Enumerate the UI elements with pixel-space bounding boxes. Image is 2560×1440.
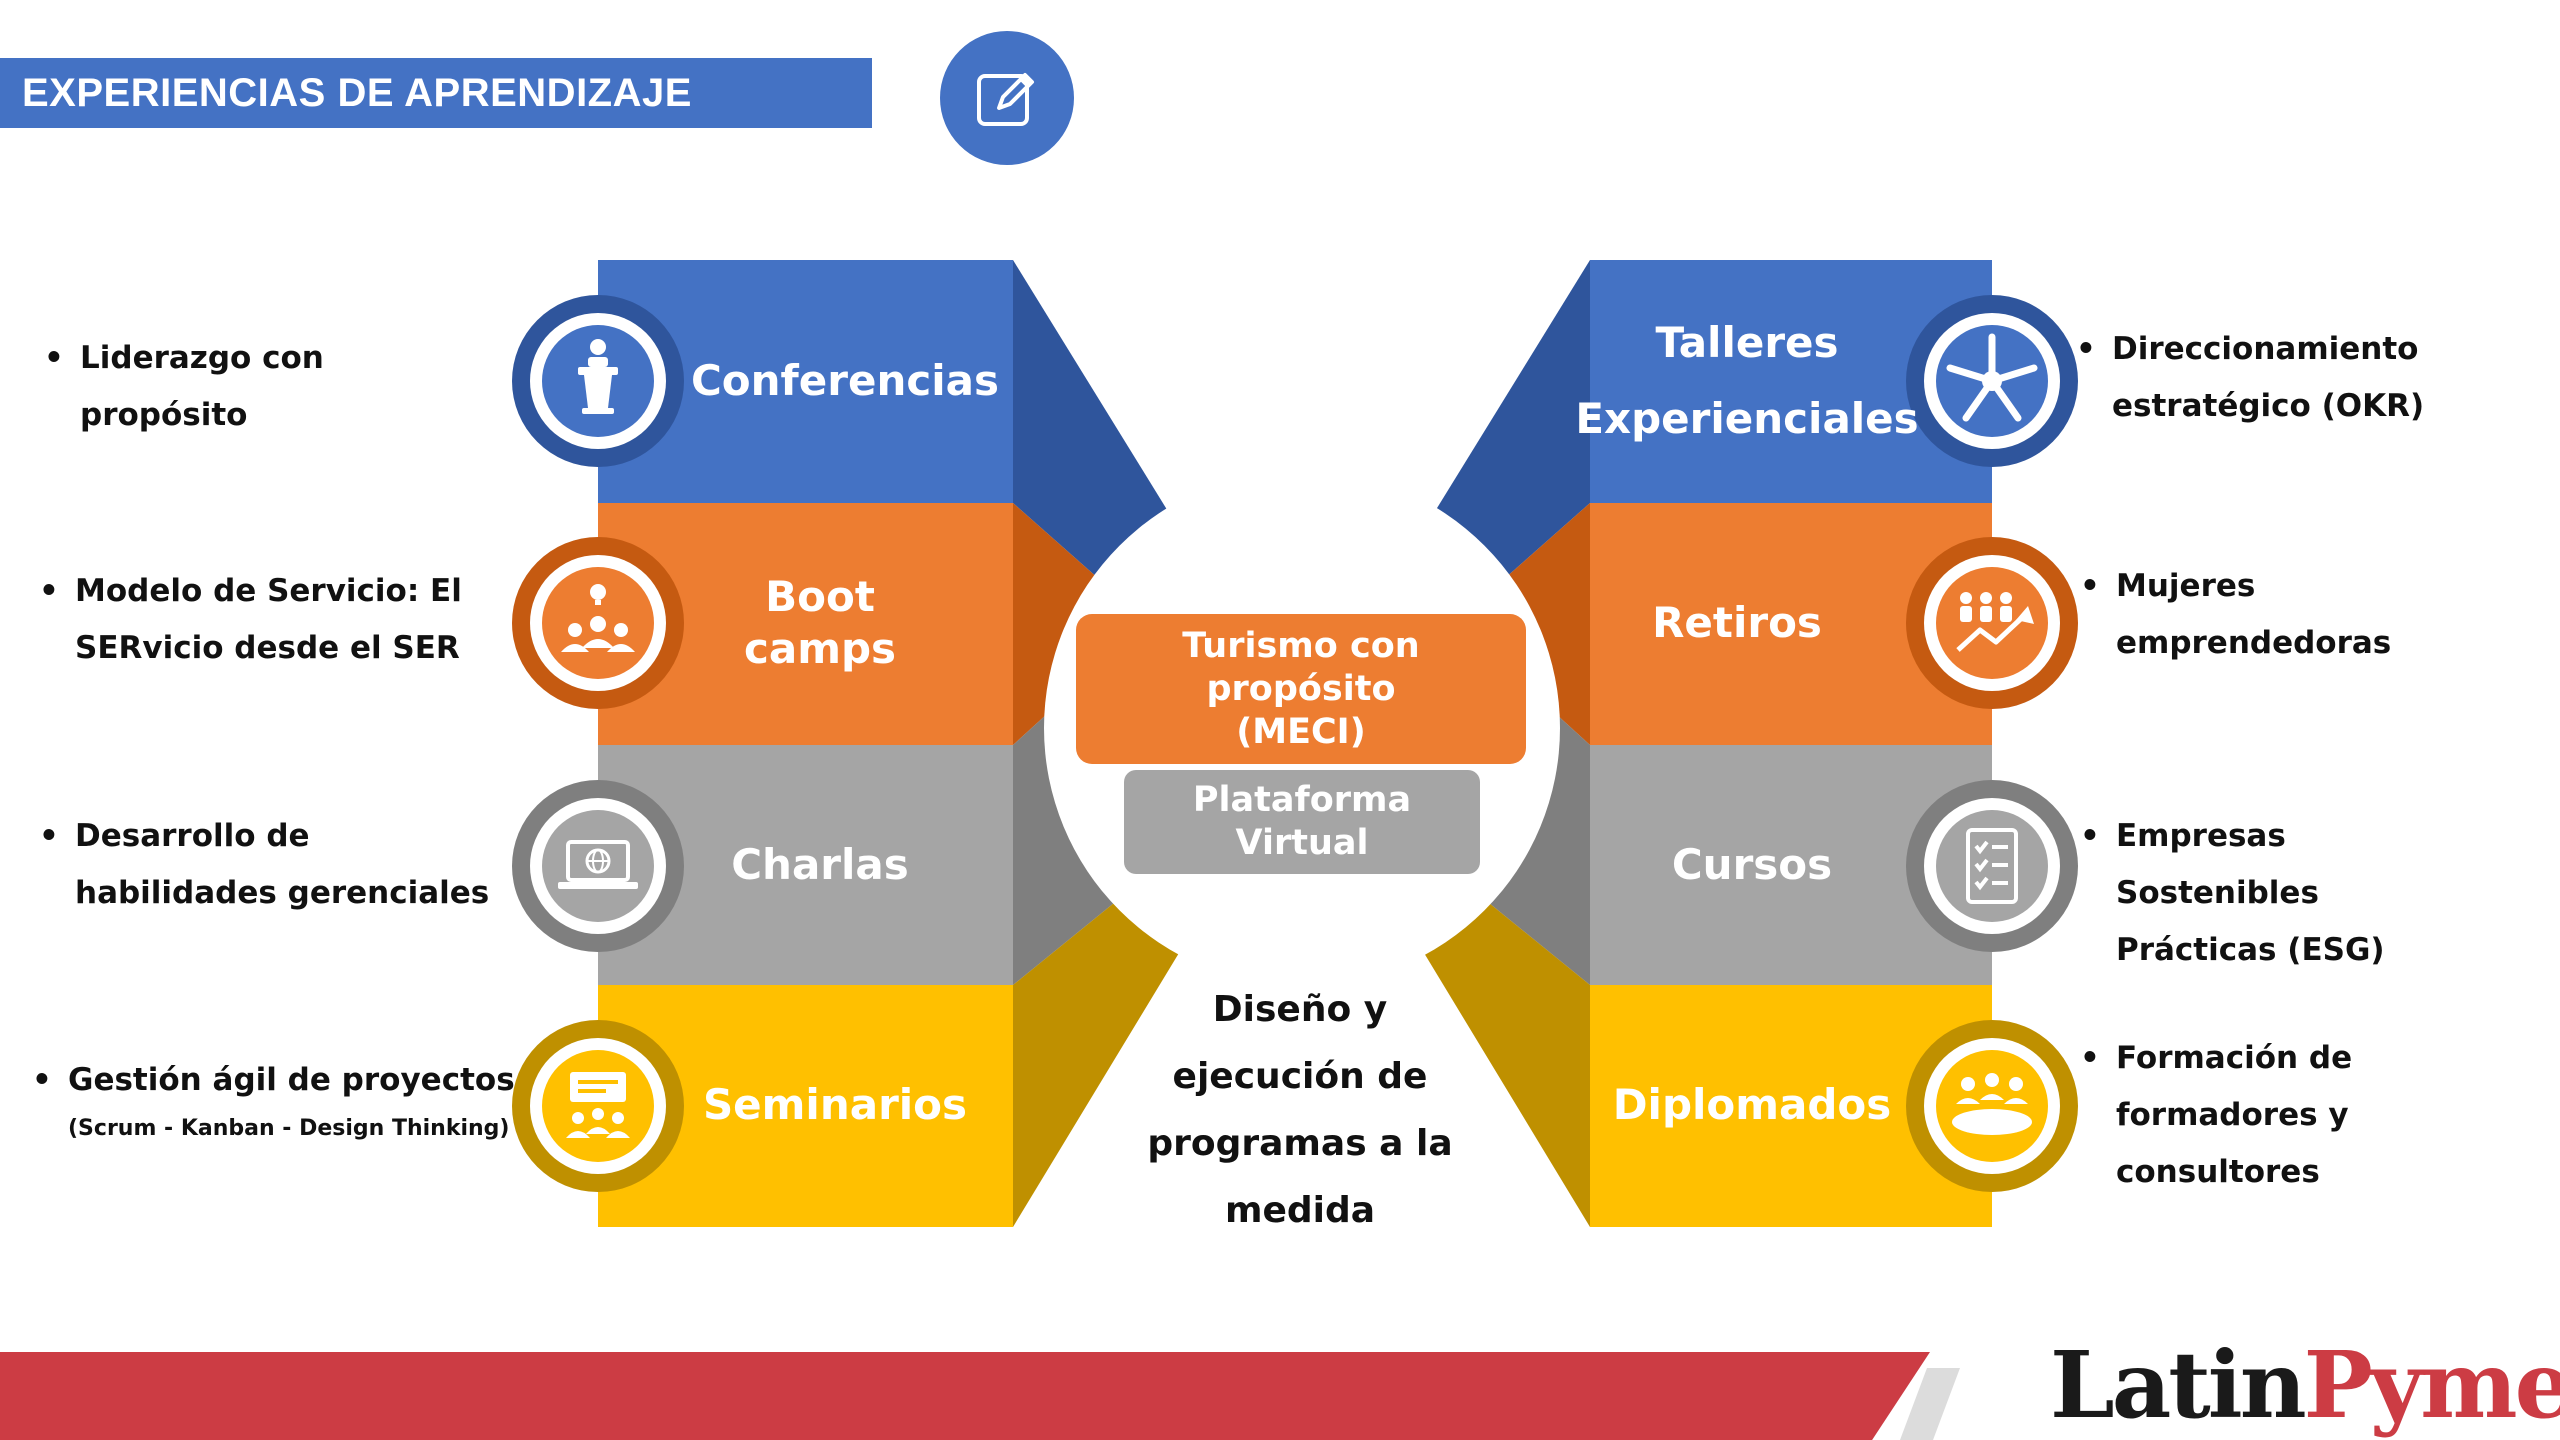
center-secondary-label: Plataforma Virtual (1192, 780, 1412, 863)
right-bullet-4: •Formación de formadores y consultores (2080, 1040, 2353, 1190)
left-bullet-2: •Modelo de Servicio: El SERvicio desde e… (39, 573, 462, 666)
latinpyme-logo: LatinPyme (2050, 1335, 2560, 1435)
meeting-table-icon (1952, 1073, 2032, 1135)
edit-icon (940, 31, 1074, 165)
band-label-retiros: Retiros (1652, 598, 1822, 647)
team-idea-icon (561, 584, 635, 652)
right-facet-blue (1413, 260, 1590, 587)
band-label-cursos: Cursos (1671, 840, 1833, 889)
podium-icon (578, 339, 618, 414)
band-label-charlas: Charlas (731, 840, 909, 889)
hands-together-icon (1946, 333, 2038, 422)
band-label-seminarios: Seminarios (702, 1080, 968, 1129)
center-primary-box (1076, 614, 1526, 764)
laptop-globe-icon (558, 840, 638, 889)
left-facet-yellow (1013, 890, 1205, 1227)
right-facet-yellow (1398, 890, 1590, 1227)
center-secondary-box (1124, 770, 1480, 874)
right-bullet-1: •Direccionamiento estratégico (OKR) (2076, 331, 2425, 424)
band-label-diplomados: Diplomados (1612, 1080, 1892, 1129)
left-bullet-1: •Liderazgo con propósito (44, 340, 324, 433)
band-label-bootcamps: Boot camps (743, 572, 897, 673)
right-facet-orange (1495, 503, 1590, 745)
right-bullet-3: •Empresas Sostenibles Prácticas (ESG) (2080, 818, 2385, 968)
left-bullet-4-sub: (Scrum - Kanban - Design Thinking) (68, 1116, 510, 1141)
left-facet-orange (1013, 503, 1108, 745)
left-ring-4 (512, 1020, 684, 1192)
band-label-talleres: Talleres Experienciales (1575, 318, 1919, 443)
left-bullet-3: •Desarrollo de habilidades gerenciales (39, 818, 490, 911)
group-growth-icon (1956, 592, 2034, 652)
checklist-icon (1966, 828, 2018, 904)
left-bullet-4: •Gestión ágil de proyectos (Scrum - Kanb… (32, 1052, 528, 1149)
logo-part-latin: Latin (2050, 1331, 2307, 1439)
presentation-audience-icon (566, 1072, 630, 1138)
right-ring-4 (1906, 1020, 2078, 1192)
right-bullet-2: •Mujeres emprendedoras (2080, 568, 2392, 661)
footer-red-bar (0, 1352, 1930, 1440)
design-text: Diseño y ejecución de programas a la med… (1147, 989, 1453, 1231)
page-title: EXPERIENCIAS DE APRENDIZAJE (0, 58, 872, 128)
center-primary-label: Turismo con propósito (MECI) (1182, 625, 1420, 752)
right-ring-2 (1906, 537, 2078, 709)
left-ring-3 (512, 780, 684, 952)
left-facet-blue (1013, 260, 1190, 587)
band-label-conferencias: Conferencias (690, 356, 1000, 405)
logo-part-pyme: Pyme (2303, 1331, 2560, 1439)
